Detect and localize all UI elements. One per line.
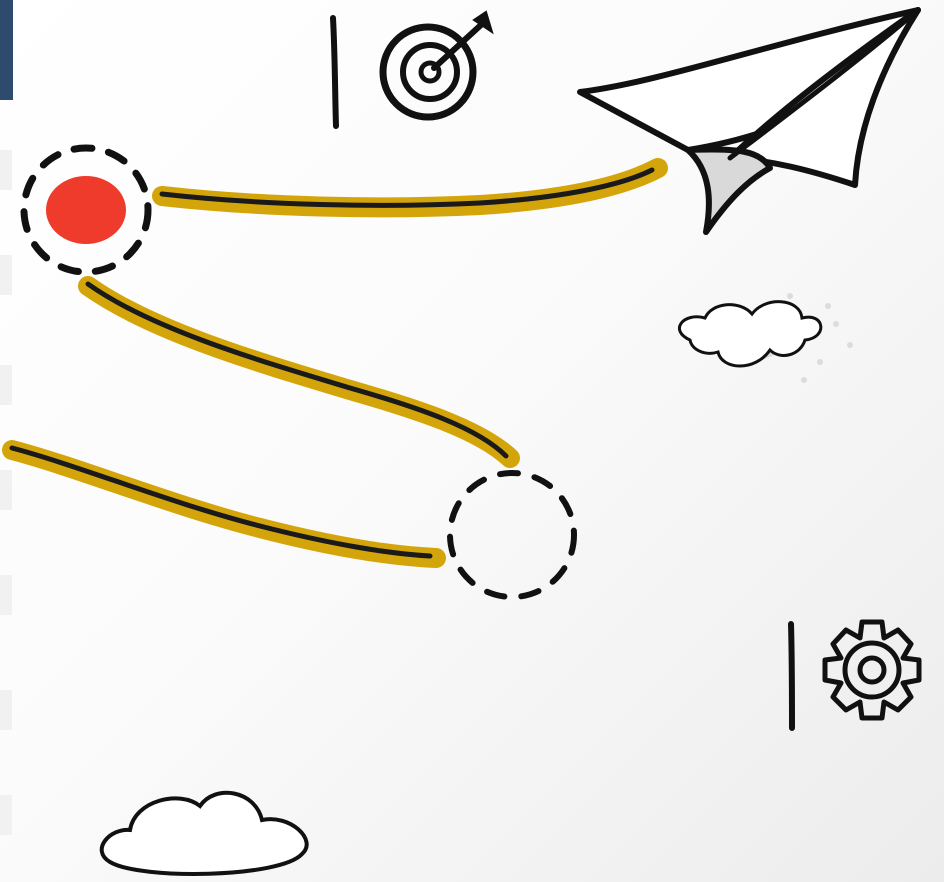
start-red-dot [46, 176, 126, 244]
end-dashed-ring [450, 473, 574, 597]
gear-icon [825, 622, 919, 718]
target-group [333, 12, 492, 126]
gear-group [791, 622, 919, 728]
paper-plane-icon [580, 10, 918, 232]
start-point [24, 148, 148, 272]
target-divider [333, 18, 336, 126]
gear-divider [791, 624, 792, 728]
cloud-icon [679, 293, 853, 383]
cloud-icon [102, 793, 307, 874]
target-icon [383, 12, 492, 117]
